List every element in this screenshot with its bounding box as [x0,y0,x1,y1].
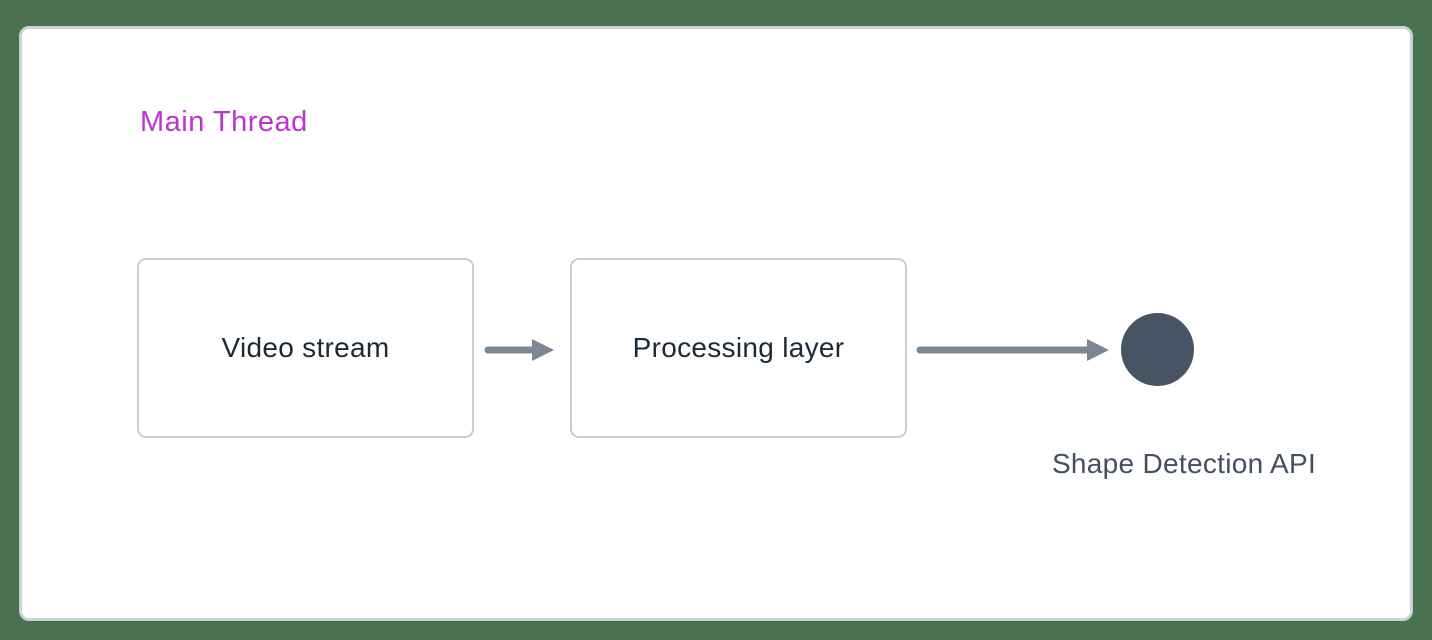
processing-layer-node: Processing layer [570,258,907,438]
video-stream-label: Video stream [221,332,390,363]
thread-label: Main Thread [140,106,308,138]
arrow-right-icon [484,339,554,361]
arrow-right-icon [916,339,1109,361]
processing-layer-label: Processing layer [632,332,845,363]
video-stream-node: Video stream [137,258,474,438]
shape-detection-api-node [1121,313,1194,386]
shape-detection-api-label: Shape Detection API [1051,448,1317,479]
main-thread-panel: Main Thread Video stream Processing laye… [19,26,1413,621]
